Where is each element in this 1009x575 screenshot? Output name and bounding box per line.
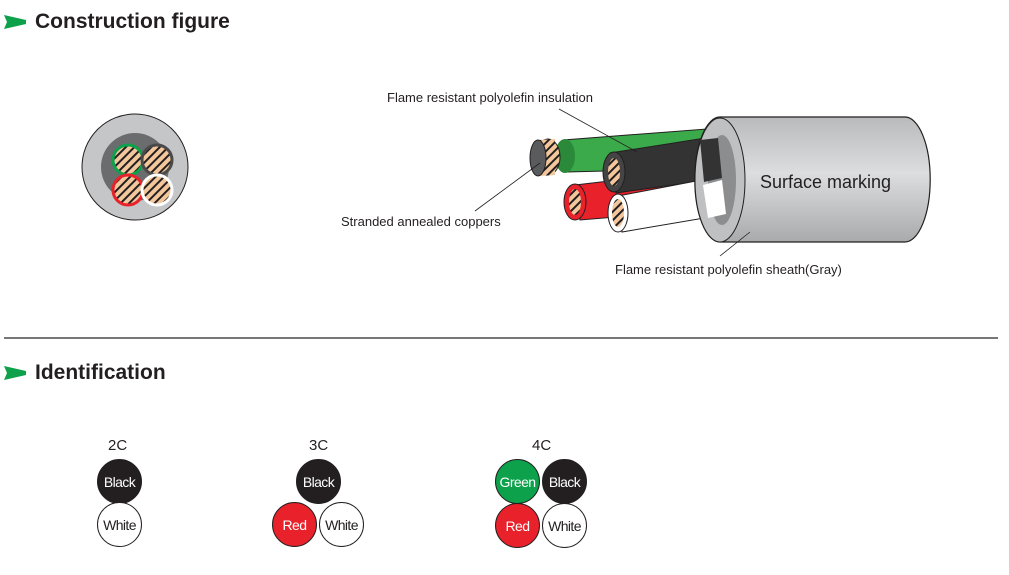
construction-figure	[81, 108, 931, 257]
core-black: Black	[542, 459, 587, 504]
cable-cross-section	[81, 113, 189, 221]
sheath-label: Flame resistant polyolefin sheath(Gray)	[615, 262, 842, 277]
group-label: 2C	[108, 437, 128, 454]
identification-title: Identification	[35, 361, 166, 384]
core-white	[140, 173, 174, 207]
section-divider	[4, 337, 998, 339]
core-white: White	[542, 503, 587, 548]
core-black	[140, 143, 174, 177]
insulation-label: Flame resistant polyolefin insulation	[387, 90, 593, 105]
core-red: Red	[272, 502, 317, 547]
core-white: White	[319, 502, 364, 547]
surface-marking-label: Surface marking	[760, 172, 892, 192]
section-heading-identification: Identification	[4, 361, 166, 385]
construction-title: Construction figure	[35, 10, 230, 33]
core-green: Green	[495, 459, 540, 504]
conductor-label: Stranded annealed coppers	[341, 214, 501, 229]
cable-side-view	[474, 108, 931, 257]
section-heading-construction: Construction figure	[4, 10, 230, 34]
core-black: Black	[296, 459, 341, 504]
core-green	[111, 143, 145, 177]
group-label: 3C	[309, 437, 329, 454]
green-chevron-icon	[4, 15, 26, 29]
group-label: 4C	[532, 437, 552, 454]
core-black: Black	[97, 459, 142, 504]
core-white: White	[97, 502, 142, 547]
core-red	[111, 173, 145, 207]
core-red: Red	[495, 503, 540, 548]
green-chevron-icon	[4, 366, 26, 380]
